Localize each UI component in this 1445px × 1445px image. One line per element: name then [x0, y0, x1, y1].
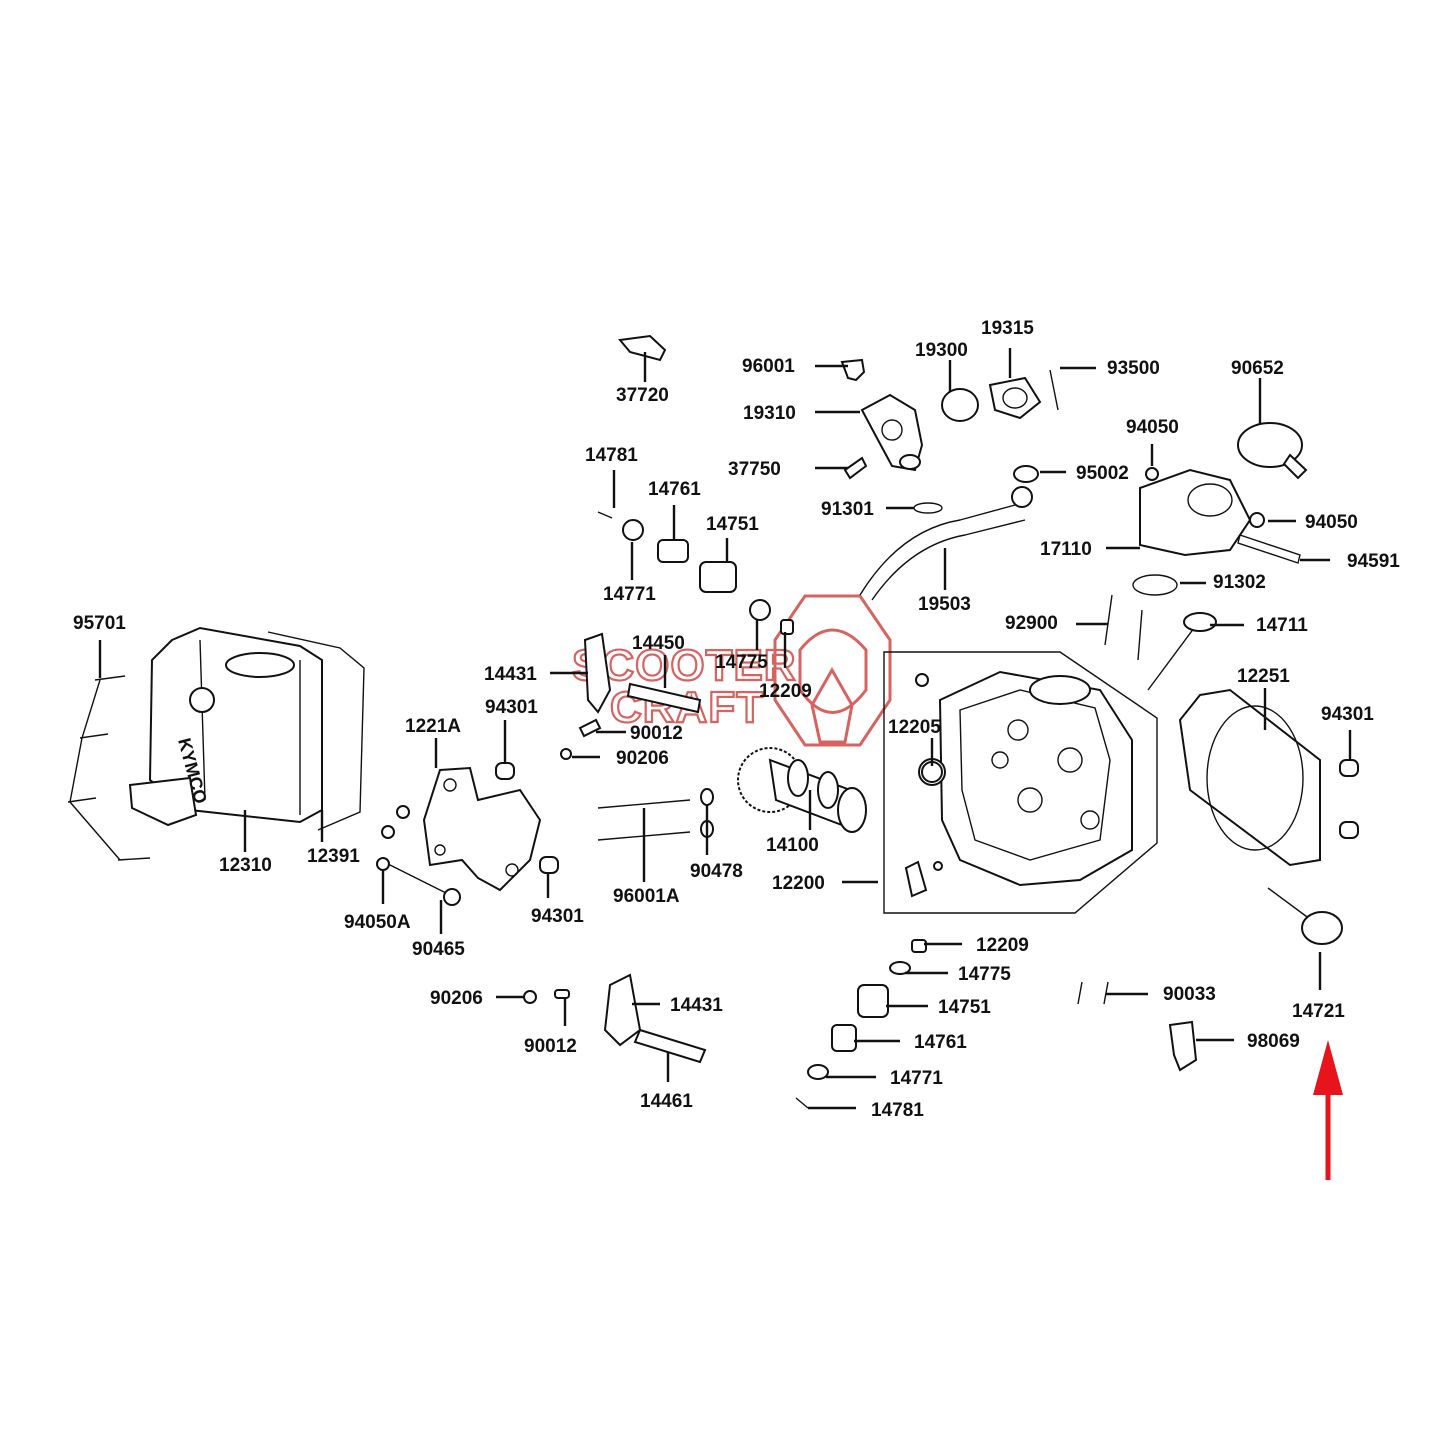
label-19315: 19315: [981, 318, 1034, 339]
red-arrow-icon: [1313, 1040, 1343, 1180]
label-94050A: 94050A: [344, 912, 411, 933]
head-cover-12310: KYMCO: [128, 626, 365, 831]
label-14751-upper: 14751: [706, 514, 759, 535]
label-95701: 95701: [73, 613, 126, 634]
label-12251: 12251: [1237, 666, 1290, 687]
label-92900: 92900: [1005, 613, 1058, 634]
label-96001: 96001: [742, 356, 795, 377]
label-90478: 90478: [690, 861, 743, 882]
label-14775-lower: 14775: [958, 964, 1011, 985]
gasket-12251: [1178, 688, 1321, 867]
label-14711: 14711: [1256, 615, 1308, 636]
label-17110: 17110: [1040, 539, 1092, 560]
label-14771-upper: 14771: [603, 584, 656, 605]
label-14761-lower: 14761: [914, 1032, 967, 1053]
label-90012-upper: 90012: [630, 723, 683, 744]
label-12209-upper: 12209: [759, 681, 812, 702]
label-14781-upper: 14781: [585, 445, 638, 466]
helmet-logo-icon: [773, 594, 892, 747]
label-14761-upper: 14761: [648, 479, 701, 500]
label-90652: 90652: [1231, 358, 1284, 379]
label-91302: 91302: [1213, 572, 1266, 593]
label-90206-lower: 90206: [430, 988, 483, 1009]
label-1221A: 1221A: [405, 716, 461, 737]
label-14450: 14450: [632, 633, 685, 654]
camshaft-14100: [737, 747, 867, 833]
label-12200: 12200: [772, 873, 825, 894]
label-90033: 90033: [1163, 984, 1216, 1005]
label-14751-lower: 14751: [938, 997, 991, 1018]
label-14461: 14461: [640, 1091, 693, 1112]
label-94050-upper: 94050: [1126, 417, 1179, 438]
label-37720: 37720: [616, 385, 669, 406]
label-91301: 91301: [821, 499, 874, 520]
cylinder-head-12200: [883, 651, 1158, 914]
label-93500: 93500: [1107, 358, 1160, 379]
label-14771-lower: 14771: [890, 1068, 943, 1089]
label-96001A: 96001A: [613, 886, 680, 907]
label-19503: 19503: [918, 594, 971, 615]
label-12391: 12391: [307, 846, 360, 867]
label-14781-lower: 14781: [871, 1100, 924, 1121]
leader-lines: [98, 348, 1352, 1110]
label-90206-upper: 90206: [616, 748, 669, 769]
label-90465: 90465: [412, 939, 465, 960]
label-19310: 19310: [743, 403, 796, 424]
label-37750: 37750: [728, 459, 781, 480]
part-labels: 37720 96001 19300 19315 93500 90652 1931…: [73, 318, 1400, 1121]
label-94591: 94591: [1347, 551, 1400, 572]
rocker-holder-1221A: [422, 766, 542, 892]
label-14775-upper: 14775: [715, 652, 768, 673]
label-19300: 19300: [915, 340, 968, 361]
label-14431-lower: 14431: [670, 995, 723, 1016]
label-94301-lower: 94301: [531, 906, 584, 927]
label-90012-lower: 90012: [524, 1036, 577, 1057]
label-14100: 14100: [766, 835, 819, 856]
label-14431-upper: 14431: [484, 664, 537, 685]
label-94301-left: 94301: [485, 697, 538, 718]
label-94301-right: 94301: [1321, 704, 1374, 725]
label-98069: 98069: [1247, 1031, 1300, 1052]
label-12310: 12310: [219, 855, 272, 876]
label-14721: 14721: [1292, 1001, 1345, 1022]
label-95002: 95002: [1076, 463, 1129, 484]
label-12205: 12205: [888, 717, 941, 738]
small-parts: [67, 334, 1359, 1109]
label-12209-lower: 12209: [976, 935, 1029, 956]
label-94050-right: 94050: [1305, 512, 1358, 533]
